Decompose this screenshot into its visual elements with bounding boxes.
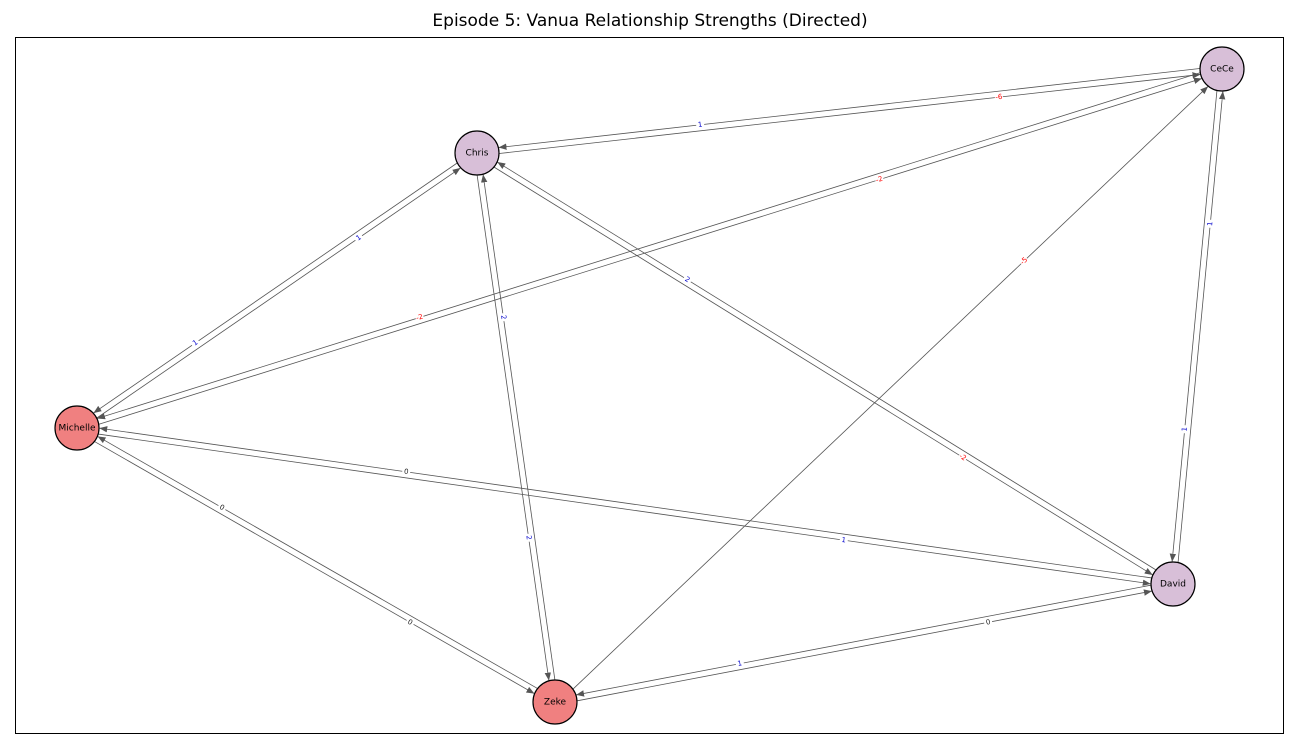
node-chris: Chris: [454, 130, 500, 176]
edge-chris-to-david: [493, 166, 1153, 576]
edge-label-background: [839, 535, 849, 545]
edge-label-chris-to-david: -2: [958, 452, 968, 462]
node-cece: CeCe: [1199, 46, 1245, 92]
edge-label-background: [1180, 424, 1190, 434]
node-label-cece: CeCe: [1210, 65, 1234, 75]
node-david: David: [1150, 561, 1196, 607]
edge-label-david-to-chris: 2: [683, 275, 691, 284]
node-circle-michelle: [54, 405, 100, 451]
edge-cece-to-david: [1169, 90, 1218, 562]
edge-michelle-to-chris: [96, 167, 461, 419]
edge-label-background: [874, 174, 885, 185]
edge-david-to-cece: [1177, 91, 1226, 563]
graph-title: Episode 5: Vanua Relationship Strengths …: [432, 11, 868, 31]
edge-label-cece-to-chris: 1: [697, 121, 702, 129]
edge-label-background: [957, 451, 969, 463]
edge-label-zeke-to-chris: 2: [499, 315, 508, 321]
node-circle-cece: [1199, 46, 1245, 92]
edge-label-chris-to-zeke: 2: [524, 535, 533, 541]
edge-label-zeke-to-cece: -5: [1019, 256, 1030, 267]
edge-zeke-to-michelle: [97, 435, 538, 689]
edge-michelle-to-david: [98, 433, 1151, 586]
edge-michelle-to-cece: [98, 77, 1203, 425]
edge-label-background: [681, 274, 693, 286]
edge-label-michelle-to-cece: -2: [875, 175, 884, 185]
edge-zeke-to-cece: [572, 86, 1209, 690]
edge-label-background: [994, 92, 1004, 102]
edge-label-cece-to-michelle: -2: [415, 313, 424, 323]
edge-label-background: [216, 502, 228, 514]
node-circle-chris: [454, 130, 500, 176]
edge-label-david-to-zeke: 1: [737, 659, 743, 668]
edge-label-chris-to-michelle: 1: [191, 338, 199, 347]
edge-label-cece-to-david: 1: [1181, 427, 1189, 432]
node-label-chris: Chris: [466, 149, 489, 159]
edge-label-background: [414, 312, 425, 323]
edge-david-to-michelle: [99, 426, 1152, 579]
plot-frame: [15, 37, 1284, 734]
edge-label-michelle-to-david: 1: [841, 536, 847, 545]
edge-label-background: [1018, 255, 1030, 267]
edge-label-david-to-michelle: 0: [403, 468, 409, 477]
edge-cece-to-michelle: [96, 72, 1201, 420]
edge-zeke-to-chris: [481, 174, 556, 680]
edge-label-background: [353, 232, 365, 244]
edges-layer: [93, 68, 1226, 702]
edge-label-background: [404, 616, 416, 628]
edge-labels-layer: 1 -6 1 1 -2 -2 -5 2 2 2 -2 1 1 0 1 0 0 0 1: [189, 92, 1215, 669]
edge-label-background: [735, 658, 745, 669]
edge-zeke-to-david: [577, 589, 1153, 702]
node-label-zeke: Zeke: [544, 698, 567, 708]
node-label-michelle: Michelle: [59, 424, 96, 434]
edge-michelle-to-zeke: [94, 441, 535, 695]
node-circle-david: [1150, 561, 1196, 607]
edge-label-background: [189, 337, 201, 349]
edge-label-background: [524, 533, 534, 543]
edge-david-to-zeke: [575, 584, 1151, 697]
edge-label-zeke-to-michelle: 0: [218, 503, 226, 512]
edge-label-background: [401, 467, 411, 477]
edge-chris-to-zeke: [476, 175, 551, 681]
edge-label-david-to-cece: 1: [1206, 221, 1214, 226]
node-zeke: Zeke: [532, 679, 578, 725]
edge-david-to-chris: [497, 161, 1157, 571]
edge-label-background: [498, 312, 508, 322]
edge-label-chris-to-cece: -6: [995, 93, 1003, 102]
node-label-david: David: [1160, 580, 1186, 590]
edge-cece-to-chris: [498, 68, 1200, 150]
edge-chris-to-michelle: [93, 162, 458, 414]
edge-label-background: [695, 120, 705, 130]
edge-label-michelle-to-chris: 1: [355, 233, 363, 242]
node-circle-zeke: [532, 679, 578, 725]
edge-label-background: [983, 617, 993, 628]
edge-label-background: [1205, 219, 1215, 229]
edge-label-zeke-to-david: 0: [985, 618, 991, 627]
node-michelle: Michelle: [54, 405, 100, 451]
edge-chris-to-cece: [499, 72, 1201, 154]
edge-label-michelle-to-zeke: 0: [406, 618, 414, 627]
